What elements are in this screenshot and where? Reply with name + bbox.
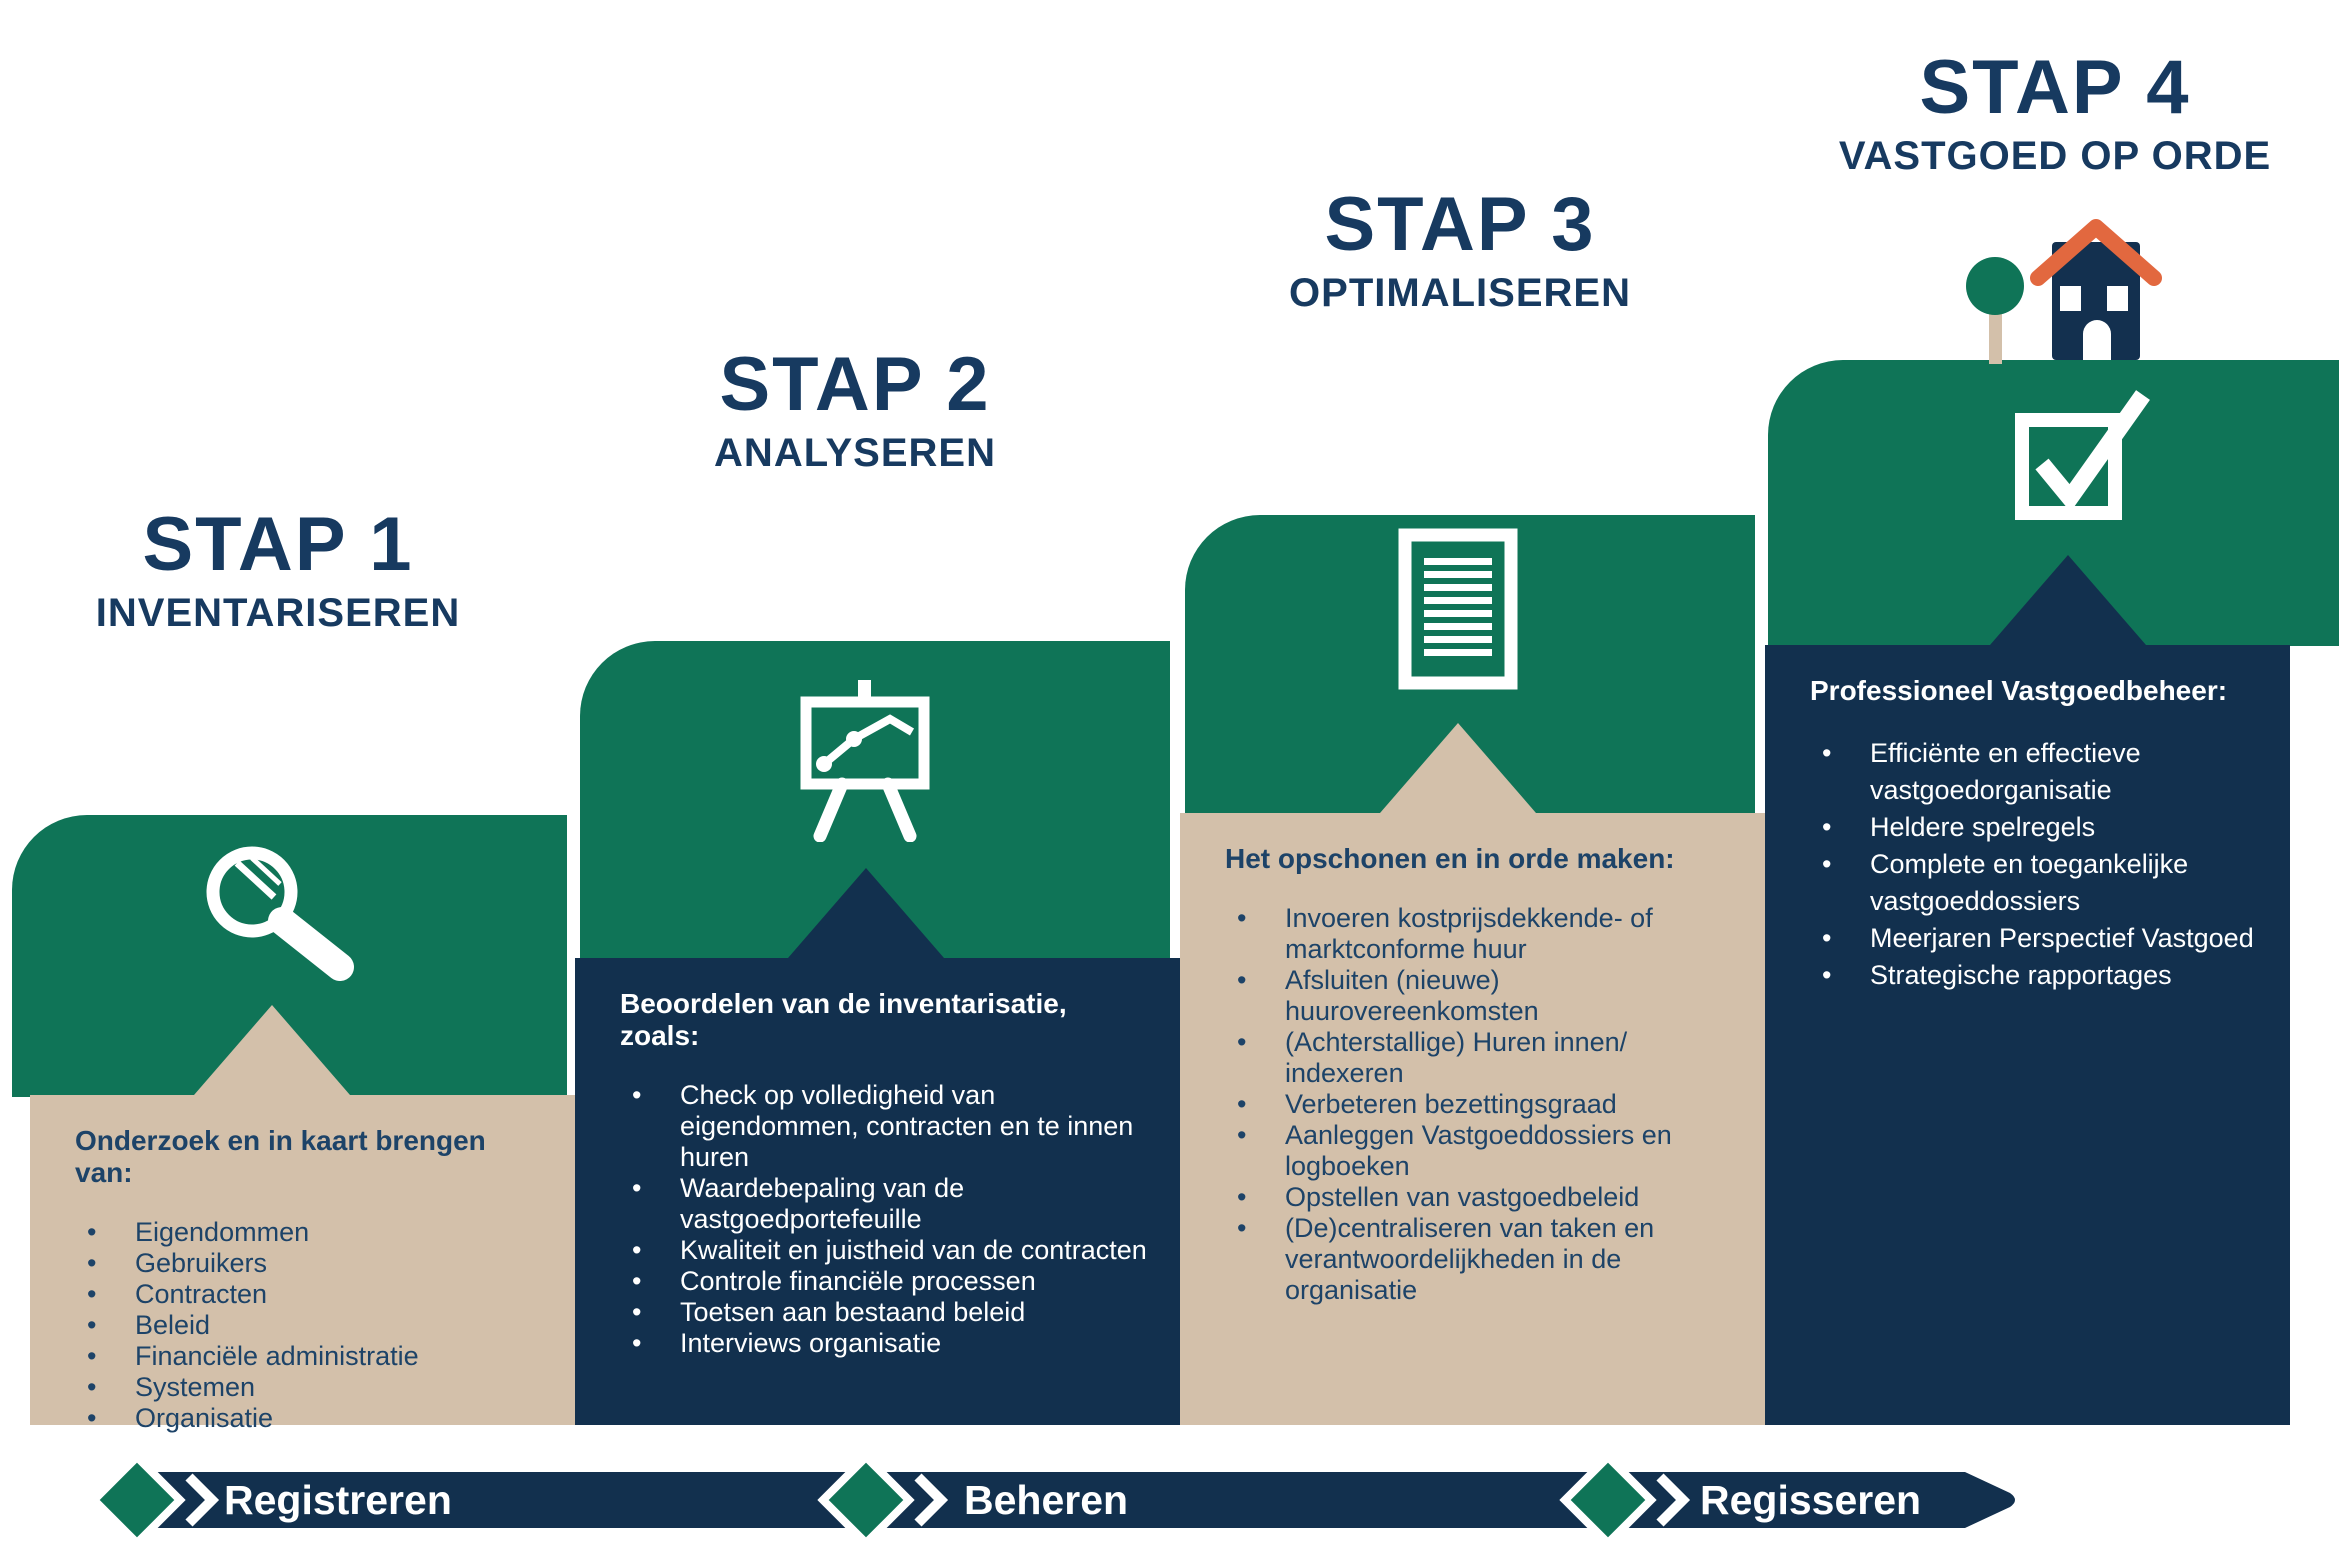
list-item: Interviews organisatie xyxy=(620,1328,1150,1359)
list-item: Meerjaren Perspectief Vastgoed xyxy=(1810,920,2260,957)
list-item: Financiële administratie xyxy=(75,1341,545,1372)
step3-subtitle-text: OPTIMALISEREN xyxy=(1289,271,1631,315)
list-item: (Achterstallige) Huren innen/ indexeren xyxy=(1225,1027,1735,1089)
list-item: Afsluiten (nieuwe) huurovereenkomsten xyxy=(1225,965,1735,1027)
checkbox-icon xyxy=(2015,390,2150,520)
step4-bullet-list: Efficiënte en effectieve vastgoedorganis… xyxy=(1810,735,2260,994)
list-item: Invoeren kostprijsdekkende- of marktconf… xyxy=(1225,903,1735,965)
list-item: Verbeteren bezettingsgraad xyxy=(1225,1089,1735,1120)
step2-content-box: Beoordelen van de inventarisatie, zoals:… xyxy=(575,958,1180,1425)
step2-title-text: STAP 2 xyxy=(719,342,991,427)
list-item: (De)centraliseren van taken en verantwoo… xyxy=(1225,1213,1735,1306)
timeline-label-registreren: Registreren xyxy=(224,1477,452,1523)
milestone-diamond-icon xyxy=(1559,1451,1657,1549)
step3-box-heading: Het opschonen en in orde maken: xyxy=(1225,843,1675,874)
step2-box-heading: Beoordelen van de inventarisatie, zoals: xyxy=(620,988,1067,1051)
tree-icon xyxy=(1966,257,2024,364)
list-item: Check op volledigheid van eigendommen, c… xyxy=(620,1080,1150,1173)
timeline-label-beheren: Beheren xyxy=(964,1477,1129,1523)
step4-box-heading: Professioneel Vastgoedbeheer: xyxy=(1810,675,2228,706)
step1-subtitle-text: INVENTARISEREN xyxy=(95,591,461,635)
list-item: Eigendommen xyxy=(75,1217,545,1248)
chevron-right-icon xyxy=(1656,1473,1691,1527)
list-item: Gebruikers xyxy=(75,1248,545,1279)
step1-content-box: Onderzoek en in kaart brengen van: Eigen… xyxy=(30,1095,575,1434)
list-item: Aanleggen Vastgoeddossiers en logboeken xyxy=(1225,1120,1735,1182)
list-item: Kwaliteit en juistheid van de contracten xyxy=(620,1235,1150,1266)
step2-bullet-list: Check op volledigheid van eigendommen, c… xyxy=(620,1080,1150,1359)
chevron-right-icon xyxy=(914,1473,949,1527)
step2-pointer-triangle xyxy=(788,868,944,958)
step2-title: STAP 2 ANALYSEREN xyxy=(714,342,996,476)
step3-title-text: STAP 3 xyxy=(1324,182,1596,267)
list-item: Organisatie xyxy=(75,1403,545,1434)
step1-title-text: STAP 1 xyxy=(142,502,414,587)
document-icon xyxy=(1398,528,1518,690)
list-item: Complete en toegankelijke vastgoeddossie… xyxy=(1810,846,2260,920)
timeline-label-regisseren: Regisseren xyxy=(1700,1477,1922,1523)
step4-pointer-triangle xyxy=(1990,555,2146,645)
list-item: Contracten xyxy=(75,1279,545,1310)
step3-bullet-list: Invoeren kostprijsdekkende- of marktconf… xyxy=(1225,903,1735,1306)
step4-title: STAP 4 VASTGOED OP ORDE xyxy=(1838,45,2272,179)
magnifier-icon xyxy=(206,846,354,981)
list-item: Heldere spelregels xyxy=(1810,809,2260,846)
timeline-bar-shape xyxy=(148,1472,2015,1528)
step3-title: STAP 3 OPTIMALISEREN xyxy=(1289,182,1631,316)
list-item: Beleid xyxy=(75,1310,545,1341)
step4-content-box: Professioneel Vastgoedbeheer: Efficiënte… xyxy=(1765,645,2290,1425)
list-item: Opstellen van vastgoedbeleid xyxy=(1225,1182,1735,1213)
milestone-diamond-icon xyxy=(88,1451,186,1549)
step1-title: STAP 1 INVENTARISEREN xyxy=(95,502,461,636)
timeline-bar xyxy=(88,1451,2015,1549)
step3-pointer-triangle xyxy=(1380,723,1536,813)
step1-box-heading: Onderzoek en in kaart brengen van: xyxy=(75,1125,486,1188)
step4-title-text: STAP 4 xyxy=(1919,45,2191,130)
chevron-right-icon xyxy=(185,1473,220,1527)
step4-subtitle-text: VASTGOED OP ORDE xyxy=(1838,134,2272,178)
house-icon xyxy=(2030,219,2162,360)
step1-pointer-triangle xyxy=(194,1005,350,1095)
step3-content-box: Het opschonen en in orde maken: Invoeren… xyxy=(1180,813,1765,1425)
list-item: Systemen xyxy=(75,1372,545,1403)
list-item: Efficiënte en effectieve vastgoedorganis… xyxy=(1810,735,2260,809)
step1-bullet-list: EigendommenGebruikersContractenBeleidFin… xyxy=(75,1217,545,1434)
presentation-chart-icon xyxy=(800,680,930,842)
list-item: Controle financiële processen xyxy=(620,1266,1150,1297)
list-item: Waardebepaling van de vastgoedportefeuil… xyxy=(620,1173,1150,1235)
milestone-diamond-icon xyxy=(817,1451,915,1549)
list-item: Strategische rapportages xyxy=(1810,957,2260,994)
step2-subtitle-text: ANALYSEREN xyxy=(714,431,996,475)
list-item: Toetsen aan bestaand beleid xyxy=(620,1297,1150,1328)
